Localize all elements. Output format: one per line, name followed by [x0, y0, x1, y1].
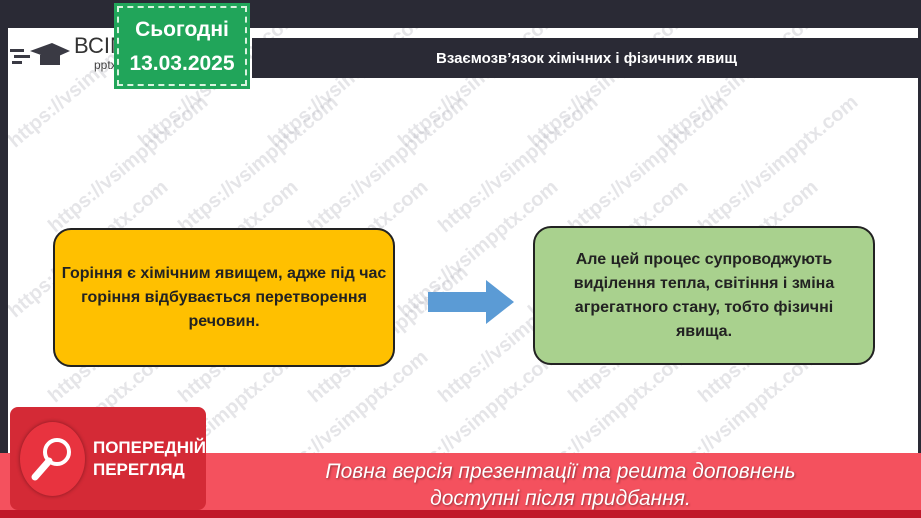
slide-title: Взаємозв’язок хімічних і фізичних явищ: [252, 38, 921, 78]
purchase-notice: Повна версія презентації та решта доповн…: [0, 453, 921, 514]
magnifier-icon: [31, 437, 72, 480]
logo-text: ВСІМ: [74, 33, 129, 58]
preview-label-2: ПЕРЕГЛЯД: [92, 459, 185, 479]
physical-phenomena-box: Але цей процес супроводжують виділення т…: [533, 226, 875, 365]
preview-label-1: ПОПЕРЕДНІЙ: [92, 437, 206, 457]
bottom-strip: [0, 510, 921, 518]
date-label: Сьогодні: [135, 18, 229, 41]
combustion-text: Горіння є хімічним явищем, адже під час …: [61, 264, 387, 330]
notice-line-1: Повна версія презентації та решта доповн…: [325, 460, 796, 483]
notice-line-2: доступні після придбання.: [430, 487, 691, 510]
combustion-box: Горіння є хімічним явищем, адже під час …: [53, 228, 395, 367]
physical-text: Але цей процес супроводжують виділення т…: [573, 250, 835, 340]
arrow-right-icon: [428, 280, 514, 324]
date-badge: Сьогодні 13.03.2025: [114, 3, 250, 89]
logo-subtext: pptx: [94, 58, 117, 72]
date-value: 13.03.2025: [129, 52, 235, 75]
graduation-cap-icon: [10, 43, 70, 65]
